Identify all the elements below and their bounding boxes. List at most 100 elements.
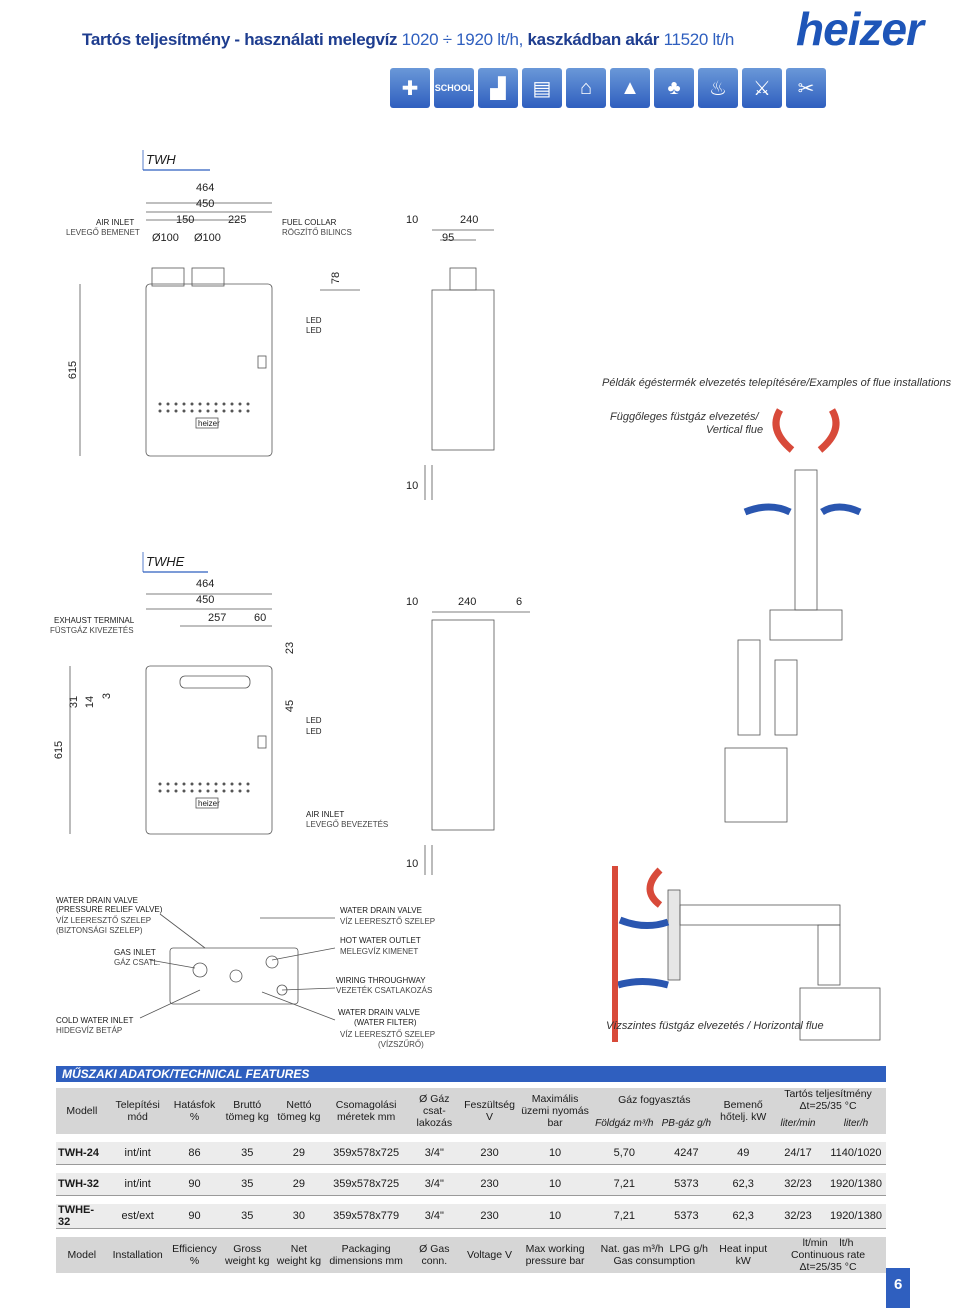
hdr-lpg: PB-gáz g/h bbox=[656, 1112, 717, 1134]
page-number: 6 bbox=[894, 1276, 903, 1293]
cell: int/int bbox=[107, 1142, 168, 1165]
cell: 35 bbox=[221, 1173, 274, 1196]
gas-inlet-hu: GÁZ CSATL. bbox=[114, 958, 161, 967]
twh-dim-d100b: Ø100 bbox=[194, 232, 221, 244]
twh-front-outline bbox=[145, 283, 273, 457]
wdv-prv-hu-2: (BIZTONSÁGI SZELEP) bbox=[56, 926, 143, 935]
twh-led-2: LED bbox=[306, 326, 322, 335]
cell: 7,21 bbox=[592, 1204, 657, 1229]
cell: 3/4" bbox=[407, 1142, 462, 1165]
vertical-flue-pipe bbox=[794, 469, 818, 611]
twh-side-outline bbox=[431, 289, 495, 451]
vertical-flue-hu: Függőleges füstgáz elvezetés/ bbox=[610, 411, 759, 423]
twhe-air-inlet-label: AIR INLET bbox=[306, 810, 345, 819]
en-heat: Heat input kW bbox=[716, 1237, 771, 1273]
twhe-exhaust-hu: FÜSTGÁZ KIVEZETÉS bbox=[50, 626, 134, 635]
twh-dim-464: 464 bbox=[196, 182, 215, 194]
en-ng: Nat. gas m³/h bbox=[600, 1243, 664, 1255]
cell: 230 bbox=[461, 1173, 518, 1196]
brand-logo: heizer bbox=[796, 3, 924, 55]
cell: 359x578x725 bbox=[324, 1142, 408, 1165]
en-lh: lt/h bbox=[839, 1237, 854, 1249]
hdr-ng: Földgáz m³/h bbox=[592, 1112, 657, 1134]
twh-fuel-collar-hu: RÖGZÍTŐ BILINCS bbox=[282, 228, 352, 237]
twhe-front-outline bbox=[145, 665, 273, 835]
twhe-label: TWHE bbox=[146, 554, 185, 569]
cell: 4247 bbox=[656, 1142, 717, 1165]
twhe-exhaust-label: EXHAUST TERMINAL bbox=[54, 616, 135, 625]
cell: 230 bbox=[461, 1204, 518, 1229]
cell: 10 bbox=[517, 1173, 593, 1196]
section-bar bbox=[56, 1066, 886, 1082]
blue-arrow-left bbox=[743, 503, 792, 516]
wdv-prv-hu: VÍZ LEERESZTŐ SZELEP bbox=[56, 916, 152, 925]
twh-dim-95: 95 bbox=[442, 232, 455, 244]
cell: 1140/1020 bbox=[825, 1142, 886, 1165]
examples-title-en: Examples of flue installations bbox=[809, 377, 952, 389]
twhe-dim-257: 257 bbox=[208, 612, 227, 624]
en-cont: Continuous rate Δt=25/35 °C bbox=[790, 1249, 866, 1273]
restaurant-icon: ⚔ bbox=[742, 68, 782, 108]
twh-fuel-collar-label: FUEL COLLAR bbox=[282, 218, 337, 227]
twhe-led-2: LED bbox=[306, 727, 322, 736]
twhe-dim-10-top: 10 bbox=[406, 596, 419, 608]
cell: 10 bbox=[517, 1204, 593, 1229]
hdr-eff: Hatásfok % bbox=[167, 1088, 222, 1134]
en-eff: Efficiency % bbox=[167, 1237, 222, 1273]
wdv-prv-label-2: (PRESSURE RELIEF VALVE) bbox=[56, 905, 163, 914]
cell: 32/23 bbox=[770, 1173, 826, 1196]
twhe-dim-23: 23 bbox=[284, 641, 297, 655]
page-title: Tartós teljesítmény - használati melegví… bbox=[82, 30, 734, 50]
twh-dim-150: 150 bbox=[176, 214, 195, 226]
school-icon: SCHOOL bbox=[434, 68, 474, 108]
cell: 1920/1380 bbox=[825, 1173, 886, 1196]
examples-title-hu: Példák égéstermék elvezetés telepítésére… bbox=[602, 377, 810, 389]
hdr-model: Modell bbox=[56, 1088, 108, 1134]
en-install: Installation bbox=[107, 1237, 168, 1273]
cell: TWHE-32 bbox=[56, 1204, 108, 1229]
medical-cross-icon: ✚ bbox=[390, 68, 430, 108]
page-number-tab bbox=[886, 1268, 910, 1308]
twhe-dim-3: 3 bbox=[101, 692, 114, 700]
cell: est/ext bbox=[107, 1204, 168, 1229]
cell: 7,21 bbox=[592, 1173, 657, 1196]
tent-icon: ▲ bbox=[610, 68, 650, 108]
en-volt: Voltage V bbox=[461, 1237, 518, 1273]
wdv-label: WATER DRAIN VALVE bbox=[340, 906, 422, 915]
twhe-air-inlet-hu: LEVEGŐ BEVEZETÉS bbox=[306, 820, 389, 829]
technical-drawings bbox=[69, 150, 881, 1042]
twhe-dim-45: 45 bbox=[284, 699, 297, 713]
wdv-filter-hu-2: (VÍZSZŰRŐ) bbox=[378, 1040, 424, 1049]
title-max: 11520 lt/h bbox=[663, 30, 735, 49]
en-model: Model bbox=[56, 1237, 108, 1273]
twhe-dim-14: 14 bbox=[84, 695, 97, 709]
cell: 230 bbox=[461, 1142, 518, 1165]
twhe-dim-615: 615 bbox=[53, 740, 66, 760]
cell: 30 bbox=[273, 1204, 325, 1229]
cell: 359x578x779 bbox=[324, 1204, 408, 1229]
twhe-exhaust-terminal bbox=[179, 675, 251, 689]
twh-flue-pipe bbox=[191, 267, 225, 287]
twh-dim-450: 450 bbox=[196, 198, 215, 210]
wdv-filter-label-2: (WATER FILTER) bbox=[354, 1018, 417, 1027]
hdr-gas-conn: Ø Gáz csat-lakozás bbox=[407, 1088, 462, 1134]
hdr-press: Maximális üzemi nyomás bar bbox=[517, 1088, 593, 1134]
twhe-dim-60: 60 bbox=[254, 612, 267, 624]
cell: 62,3 bbox=[716, 1204, 771, 1229]
twh-dim-225: 225 bbox=[228, 214, 247, 226]
cell: 3/4" bbox=[407, 1173, 462, 1196]
en-gas-cons-label: Gas consumption bbox=[613, 1255, 696, 1267]
red-arrow-left bbox=[772, 408, 795, 453]
fitness-icon: ♣ bbox=[654, 68, 694, 108]
shower-icon: ♨ bbox=[698, 68, 738, 108]
wdv-filter-hu: VÍZ LEERESZTŐ SZELEP bbox=[340, 1030, 436, 1039]
en-gas-conn: Ø Gas conn. bbox=[407, 1237, 462, 1273]
building-icon: ⌂ bbox=[566, 68, 606, 108]
twhe-dim-10-bottom: 10 bbox=[406, 858, 419, 870]
twh-label: TWH bbox=[146, 152, 176, 167]
cell: 35 bbox=[221, 1142, 274, 1165]
twh-dim-d100a: Ø100 bbox=[152, 232, 179, 244]
cell: 29 bbox=[273, 1173, 325, 1196]
twhe-led-1: LED bbox=[306, 716, 322, 725]
